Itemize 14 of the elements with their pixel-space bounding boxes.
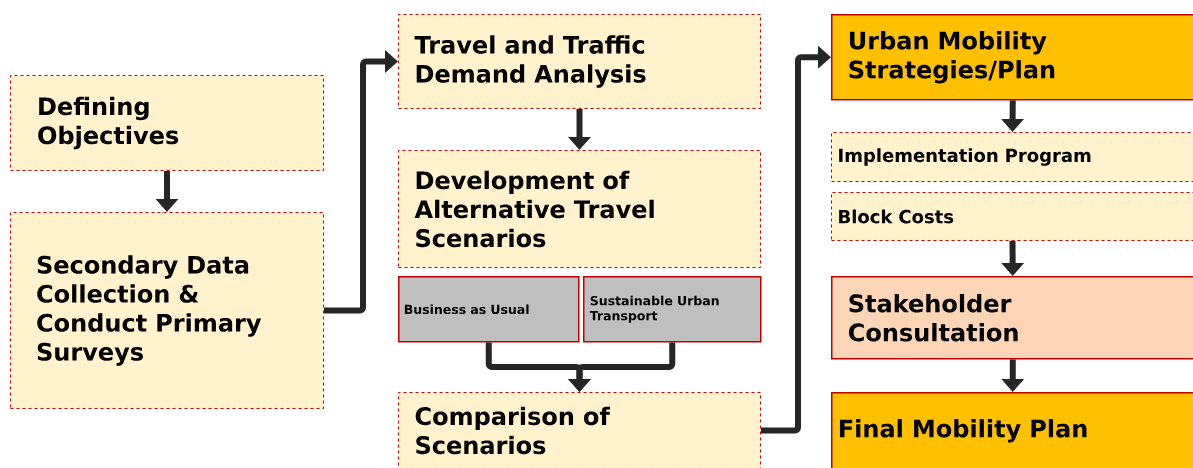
consultation-box: Stakeholder Consultation	[831, 276, 1193, 360]
process-box: Implementation Program	[831, 132, 1193, 182]
process-box: Secondary Data Collection & Conduct Primary Surveys	[10, 212, 324, 409]
process-box: Block Costs	[831, 192, 1193, 241]
scenario-box: Sustainable Urban Transport	[583, 276, 762, 343]
arrow	[324, 50, 398, 314]
process-box: Defining Objectives	[10, 75, 324, 171]
process-box: Comparison of Scenarios	[398, 392, 761, 468]
plan-box: Final Mobility Plan	[831, 392, 1193, 468]
process-box: Development of Alternative Travel Scenarios	[398, 150, 761, 268]
process-box: Travel and Traffic Demand Analysis	[398, 14, 761, 109]
plan-box: Urban Mobility Strategies/Plan	[831, 14, 1193, 101]
scenario-box: Business as Usual	[398, 276, 580, 343]
arrow	[761, 45, 831, 434]
